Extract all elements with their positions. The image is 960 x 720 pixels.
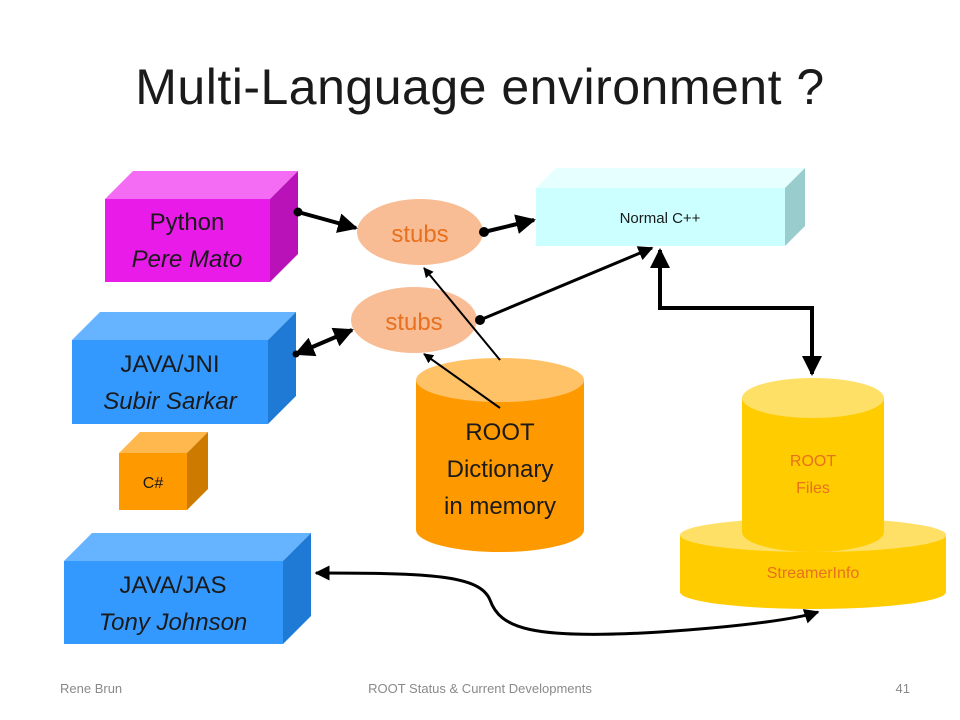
stubs-bottom-label: stubs xyxy=(385,309,442,336)
python-label: Python xyxy=(150,209,225,236)
connectors xyxy=(292,207,822,636)
jas-streamer-arrow xyxy=(314,565,820,636)
dictionary-line1: ROOT xyxy=(465,419,535,446)
dictionary-to-stubs-bottom-arrow xyxy=(423,353,501,409)
python-to-stubs-arrow xyxy=(297,210,358,233)
python-person: Pere Mato xyxy=(132,246,243,273)
dictionary-line2: Dictionary xyxy=(447,456,554,483)
java-jni-box: JAVA/JNI Subir Sarkar xyxy=(72,312,296,424)
stubs-top: stubs xyxy=(357,199,483,265)
footer-presentation: ROOT Status & Current Developments xyxy=(368,681,592,696)
jni-stubs-arrow xyxy=(294,327,354,357)
cpp-root-files-arrow xyxy=(650,248,822,376)
java-jni-label: JAVA/JNI xyxy=(120,351,219,378)
streamer-info-label: StreamerInfo xyxy=(767,565,860,582)
footer-author: Rene Brun xyxy=(60,681,123,696)
java-jas-person: Tony Johnson xyxy=(99,609,248,636)
root-files-line2: Files xyxy=(796,480,830,497)
root-dictionary-cylinder: ROOT Dictionary in memory xyxy=(416,358,584,552)
java-jas-box: JAVA/JAS Tony Johnson xyxy=(64,533,311,644)
footer-page-number: 41 xyxy=(895,681,910,696)
dictionary-to-stubs-top-arrow xyxy=(423,267,501,361)
stubs-to-cpp-arrow xyxy=(483,214,536,234)
stubs-bottom-to-cpp-arrow xyxy=(479,246,654,322)
stubs-bottom: stubs xyxy=(351,287,477,353)
slide-title: Multi-Language environment ? xyxy=(135,59,825,115)
stubs-top-label: stubs xyxy=(391,221,448,248)
java-jni-person: Subir Sarkar xyxy=(103,388,237,415)
csharp-label: C# xyxy=(143,475,164,492)
root-files-cylinder: ROOT Files xyxy=(742,378,884,552)
python-box: Python Pere Mato xyxy=(105,171,298,282)
dictionary-line3: in memory xyxy=(444,493,556,520)
normal-cpp-label: Normal C++ xyxy=(620,210,701,227)
java-jas-label: JAVA/JAS xyxy=(119,572,226,599)
csharp-box: C# xyxy=(119,432,208,510)
root-files-line1: ROOT xyxy=(790,453,836,470)
normal-cpp-box: Normal C++ xyxy=(536,168,805,246)
